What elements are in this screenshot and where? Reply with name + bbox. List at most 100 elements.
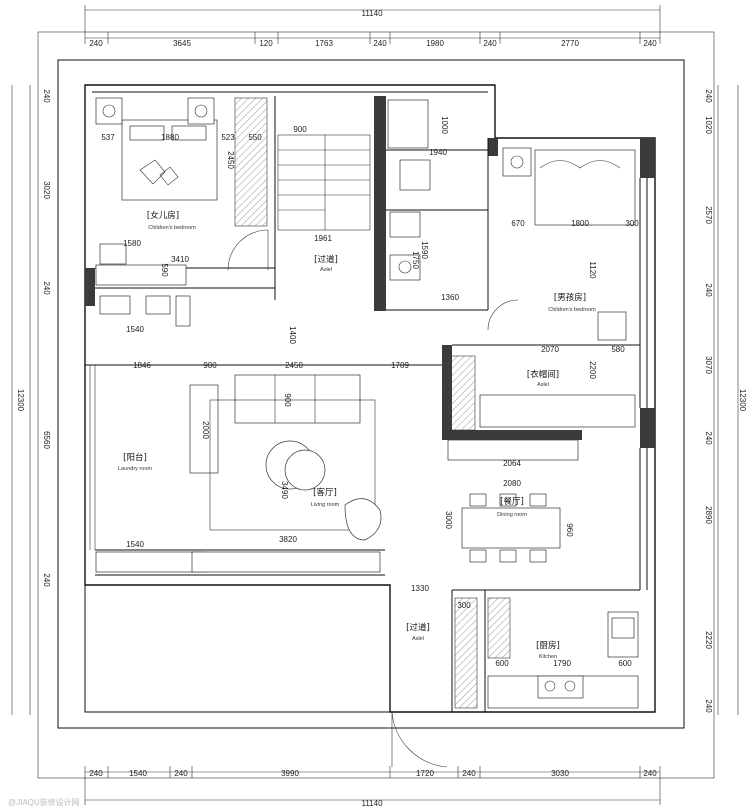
cabinets <box>95 97 636 709</box>
inner-dim: 2064 <box>503 459 521 468</box>
inner-dim: 2450 <box>226 151 235 169</box>
dim-right-9: 240 <box>704 699 713 713</box>
dim-right-2: 1020 <box>704 116 713 134</box>
inner-dim: 2080 <box>503 479 521 488</box>
inner-dim: 1846 <box>133 361 151 370</box>
room-name-balcony: [阳台] <box>123 452 147 463</box>
kitchen-fixtures <box>487 611 639 709</box>
inner-dim: 1961 <box>314 234 332 243</box>
dim-right-5: 3070 <box>704 356 713 374</box>
inner-dim: 1800 <box>571 219 589 228</box>
living-room-furniture <box>189 374 382 541</box>
inner-dim: 960 <box>565 523 574 537</box>
inner-dim: 600 <box>495 659 509 668</box>
inner-dim: 537 <box>101 133 115 142</box>
dim-top-5: 240 <box>373 39 387 48</box>
inner-dim: 1750 <box>411 251 420 269</box>
inner-dim: 523 <box>221 133 235 142</box>
bathroom-fixtures <box>387 99 431 281</box>
dim-bottom-6: 240 <box>462 769 476 778</box>
room-sub-kitchen: Kitchen <box>539 654 557 660</box>
dim-top-2: 3645 <box>173 39 191 48</box>
dim-bottom-1: 240 <box>89 769 103 778</box>
dim-right-8: 2220 <box>704 631 713 649</box>
watermark: @JIAQU装修设计网 <box>8 797 80 807</box>
doors <box>227 229 519 768</box>
inner-dim: 3820 <box>279 535 297 544</box>
room-name-boy-bedroom: [男孩房] <box>554 292 586 303</box>
room-name-girl-bedroom: [女儿房] <box>147 210 179 221</box>
exterior-walls <box>84 84 656 713</box>
inner-dim: 670 <box>511 219 525 228</box>
inner-dim: 2200 <box>588 361 597 379</box>
interior-walls <box>85 96 648 712</box>
dim-right-7: 2890 <box>704 506 713 524</box>
inner-dim: 1709 <box>391 361 409 370</box>
dim-bottom-2: 1540 <box>129 769 147 778</box>
inner-dim: 3000 <box>444 511 453 529</box>
dim-right-1: 240 <box>704 89 713 103</box>
dim-left-5: 240 <box>42 573 51 587</box>
balcony-railing <box>89 365 96 550</box>
inner-dim: 1540 <box>126 540 144 549</box>
dim-bottom-7: 3030 <box>551 769 569 778</box>
inner-dim: 1400 <box>288 326 297 344</box>
inner-dim: 580 <box>611 345 625 354</box>
inner-dim: 2450 <box>285 361 303 370</box>
dim-top-6: 1980 <box>426 39 444 48</box>
dim-top-4: 1763 <box>315 39 333 48</box>
room-sub-aisle-2: Aslel <box>412 636 424 642</box>
room-labels: [女儿房] Children's bedroom [过道] Aslel [男孩房… <box>118 210 596 660</box>
room-sub-aisle-1: Aslel <box>320 267 332 273</box>
room-sub-closet: Aslel <box>537 382 549 388</box>
dim-top-8: 2770 <box>561 39 579 48</box>
room-name-closet: [衣帽间] <box>527 369 559 380</box>
inner-dim: 2070 <box>541 345 559 354</box>
inner-dim: 3490 <box>280 481 289 499</box>
dim-bottom-4: 3990 <box>281 769 299 778</box>
dim-bottom-3: 240 <box>174 769 188 778</box>
dim-bottom-5: 1720 <box>416 769 434 778</box>
dimension-texts: 11140 240 3645 120 1763 240 1980 240 277… <box>16 9 747 808</box>
staircase <box>277 134 371 231</box>
inner-dim: 1000 <box>440 116 449 134</box>
dim-bottom-8: 240 <box>643 769 657 778</box>
inner-dim: 1580 <box>123 239 141 248</box>
inner-dim: 1880 <box>161 133 179 142</box>
inner-dim: 1120 <box>588 261 597 279</box>
room-name-aisle-1: [过道] <box>314 254 338 265</box>
room-sub-balcony: Laundry room <box>118 466 152 472</box>
room-name-dining: [餐厅] <box>500 497 524 507</box>
inner-dim: 900 <box>283 393 292 407</box>
dimension-lines <box>11 5 739 805</box>
dim-top-1: 240 <box>89 39 103 48</box>
inner-dim: 600 <box>618 659 632 668</box>
dim-left-2: 3020 <box>42 181 51 199</box>
inner-dim: 900 <box>203 361 217 370</box>
room-sub-boy-bedroom: Children's bedroom <box>548 307 596 313</box>
inner-dim: 1590 <box>420 241 429 259</box>
room-sub-girl-bedroom: Children's bedroom <box>148 225 196 231</box>
inner-dim: 1940 <box>429 148 447 157</box>
inner-dim: 1330 <box>411 584 429 593</box>
room-sub-dining: Dining room <box>497 512 527 518</box>
inner-dim: 3410 <box>171 255 189 264</box>
dim-left-1: 240 <box>42 89 51 103</box>
outer-frame <box>37 31 715 779</box>
girl-bedroom-furniture <box>95 97 218 327</box>
inner-dim: 300 <box>457 601 471 610</box>
dim-right-6: 240 <box>704 431 713 445</box>
room-sub-living: Living room <box>311 502 340 508</box>
dim-top-7: 240 <box>483 39 497 48</box>
dim-right-total: 12300 <box>738 389 747 412</box>
boy-bedroom-furniture <box>502 147 636 341</box>
inner-dim: 2000 <box>201 421 210 439</box>
dim-right-4: 240 <box>704 283 713 297</box>
room-name-living: [客厅] <box>313 487 337 498</box>
room-name-kitchen: [厨房] <box>536 640 560 651</box>
dim-top-3: 120 <box>259 39 273 48</box>
dim-bottom-total: 11140 <box>361 799 383 808</box>
inner-dim: 900 <box>293 125 307 134</box>
dim-top-total: 11140 <box>361 9 383 18</box>
